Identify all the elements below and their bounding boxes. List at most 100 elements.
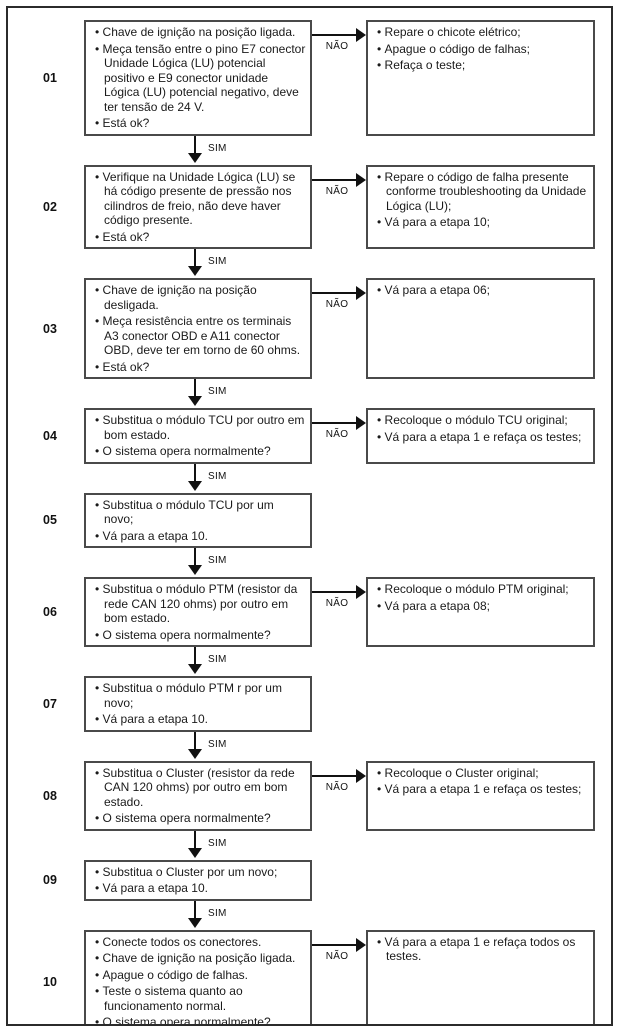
arrow-head-down-icon — [188, 917, 202, 928]
step-box: Substitua o módulo PTM r por um novo;Vá … — [84, 676, 312, 732]
step-item: Substitua o módulo TCU por um novo; — [91, 498, 306, 527]
step-item-list: Substitua o módulo PTM (resistor da rede… — [91, 582, 306, 642]
step-item-list: Substitua o Cluster por um novo;Vá para … — [91, 865, 306, 896]
step-box: Substitua o Cluster (resistor da rede CA… — [84, 760, 312, 831]
step-item: Chave de ignição na posição ligada. — [91, 951, 306, 966]
no-action-item: Repare o chicote elétrico; — [373, 25, 589, 40]
step-item-list: Substitua o módulo PTM r por um novo;Vá … — [91, 681, 306, 727]
step-number: 03 — [43, 321, 57, 336]
step-number: 04 — [43, 428, 57, 443]
no-action-box: Vá para a etapa 1 e refaça todos os test… — [366, 929, 595, 1024]
step-item-list: Substitua o módulo TCU por outro em bom … — [91, 413, 306, 459]
no-arrow: NÃO — [312, 286, 366, 322]
sim-label: SIM — [208, 256, 227, 267]
step-number: 01 — [43, 70, 57, 85]
arrow-shaft — [194, 249, 196, 267]
step-box: Substitua o Cluster por um novo;Vá para … — [84, 859, 312, 901]
step-box: Conecte todos os conectores.Chave de ign… — [84, 929, 312, 1024]
arrow-shaft — [194, 548, 196, 566]
arrow-head-right-icon — [356, 768, 366, 783]
step-item: Substitua o módulo TCU por outro em bom … — [91, 413, 306, 442]
arrow-shaft — [312, 34, 357, 36]
arrow-shaft — [194, 900, 196, 919]
step-row: 03 Chave de ignição na posição desligada.… — [16, 278, 611, 379]
no-label: NÃO — [325, 598, 349, 609]
step-item: Vá para a etapa 10. — [91, 881, 306, 896]
no-action-item-list: Vá para a etapa 1 e refaça todos os test… — [373, 935, 589, 964]
step-item: Está ok? — [91, 360, 306, 375]
arrow-head-down-icon — [188, 152, 202, 163]
step-item-list: Substitua o Cluster (resistor da rede CA… — [91, 766, 306, 826]
step-number: 10 — [43, 975, 57, 989]
arrow-head-right-icon — [356, 937, 366, 952]
no-action-item: Vá para a etapa 1 e refaça os testes; — [373, 782, 589, 797]
no-action-item: Recoloque o módulo TCU original; — [373, 413, 589, 428]
step-row: 04 Substitua o módulo TCU por outro em bo… — [16, 408, 611, 464]
arrow-shaft — [312, 591, 357, 593]
step-row: 10 Conecte todos os conectores.Chave de i… — [16, 929, 611, 1024]
no-arrow: NÃO — [312, 585, 366, 621]
step-row: 02Verifique na Unidade Lógica (LU) se há… — [16, 164, 611, 249]
no-arrow: NÃO — [312, 28, 366, 64]
no-arrow: NÃO — [312, 416, 366, 452]
step-item: Está ok? — [91, 230, 306, 245]
no-action-item: Vá para a etapa 08; — [373, 599, 589, 614]
no-action-item-list: Recoloque o Cluster original;Vá para a e… — [373, 766, 589, 797]
no-label: NÃO — [325, 41, 349, 52]
step-item-list: Verifique na Unidade Lógica (LU) se há c… — [91, 170, 306, 245]
step-row: 09 Substitua o Cluster por um novo;Vá par… — [16, 859, 611, 901]
sim-arrow: SIM — [16, 548, 611, 577]
sim-label: SIM — [208, 142, 227, 154]
no-action-item: Vá para a etapa 06; — [373, 283, 589, 298]
arrow-shaft — [194, 135, 196, 154]
no-action-box: Vá para a etapa 06; — [366, 278, 595, 379]
step-item: Vá para a etapa 10. — [91, 712, 306, 727]
step-item: Chave de ignição na posição ligada. — [91, 25, 306, 40]
step-item: Vá para a etapa 10. — [91, 529, 306, 544]
arrow-shaft — [312, 774, 357, 777]
no-action-item: Apague o código de falhas; — [373, 42, 589, 57]
arrow-head-down-icon — [188, 480, 202, 491]
step-box: Chave de ignição na posição ligada.Meça … — [84, 20, 312, 136]
no-action-box: Recoloque o Cluster original;Vá para a e… — [366, 760, 595, 831]
no-action-item-list: Repare o chicote elétrico; Apague o códig… — [373, 25, 589, 73]
step-item: O sistema opera normalmente? — [91, 628, 306, 643]
no-action-item-list: Repare o código de falha presente confor… — [373, 170, 589, 230]
sim-arrow: SIM — [16, 249, 611, 278]
step-item: Chave de ignição na posição desligada. — [91, 283, 306, 312]
no-action-item: Vá para a etapa 10; — [373, 215, 589, 230]
step-item: O sistema opera normalmente? — [91, 811, 306, 826]
arrow-head-down-icon — [188, 396, 202, 406]
no-arrow: NÃO — [312, 937, 366, 974]
step-item: Conecte todos os conectores. — [91, 935, 306, 950]
no-action-item: Recoloque o Cluster original; — [373, 766, 589, 781]
arrow-shaft — [312, 943, 357, 946]
sim-label: SIM — [208, 837, 227, 849]
arrow-head-down-icon — [188, 847, 202, 858]
arrow-shaft — [194, 647, 196, 665]
step-box: Substitua o módulo TCU por um novo; Vá pa… — [84, 492, 312, 548]
sim-arrow: SIM — [16, 463, 611, 493]
step-item-list: Chave de ignição na posição ligada.Meça … — [91, 25, 306, 131]
step-item: Substitua o módulo PTM (resistor da rede… — [91, 582, 306, 626]
arrow-shaft — [312, 178, 357, 181]
arrow-shaft — [312, 292, 357, 294]
arrow-shaft — [194, 830, 196, 849]
sim-arrow: SIM — [16, 830, 611, 860]
step-number: 09 — [43, 873, 57, 887]
sim-arrow: SIM — [16, 379, 611, 408]
sim-label: SIM — [208, 470, 227, 482]
arrow-shaft — [194, 463, 196, 482]
no-label: NÃO — [325, 429, 349, 440]
no-action-box: Repare o chicote elétrico; Apague o códig… — [366, 20, 595, 136]
step-box: Verifique na Unidade Lógica (LU) se há c… — [84, 164, 312, 249]
no-action-item-list: Vá para a etapa 06; — [373, 283, 589, 298]
no-action-item: Vá para a etapa 1 e refaça todos os test… — [373, 935, 589, 964]
sim-arrow: SIM — [16, 647, 611, 676]
step-row: 07Substitua o módulo PTM r por um novo;V… — [16, 676, 611, 732]
sim-label: SIM — [208, 654, 227, 665]
sim-arrow: SIM — [16, 900, 611, 930]
step-row: 06Substitua o módulo PTM (resistor da re… — [16, 577, 611, 647]
sim-label: SIM — [208, 555, 227, 566]
